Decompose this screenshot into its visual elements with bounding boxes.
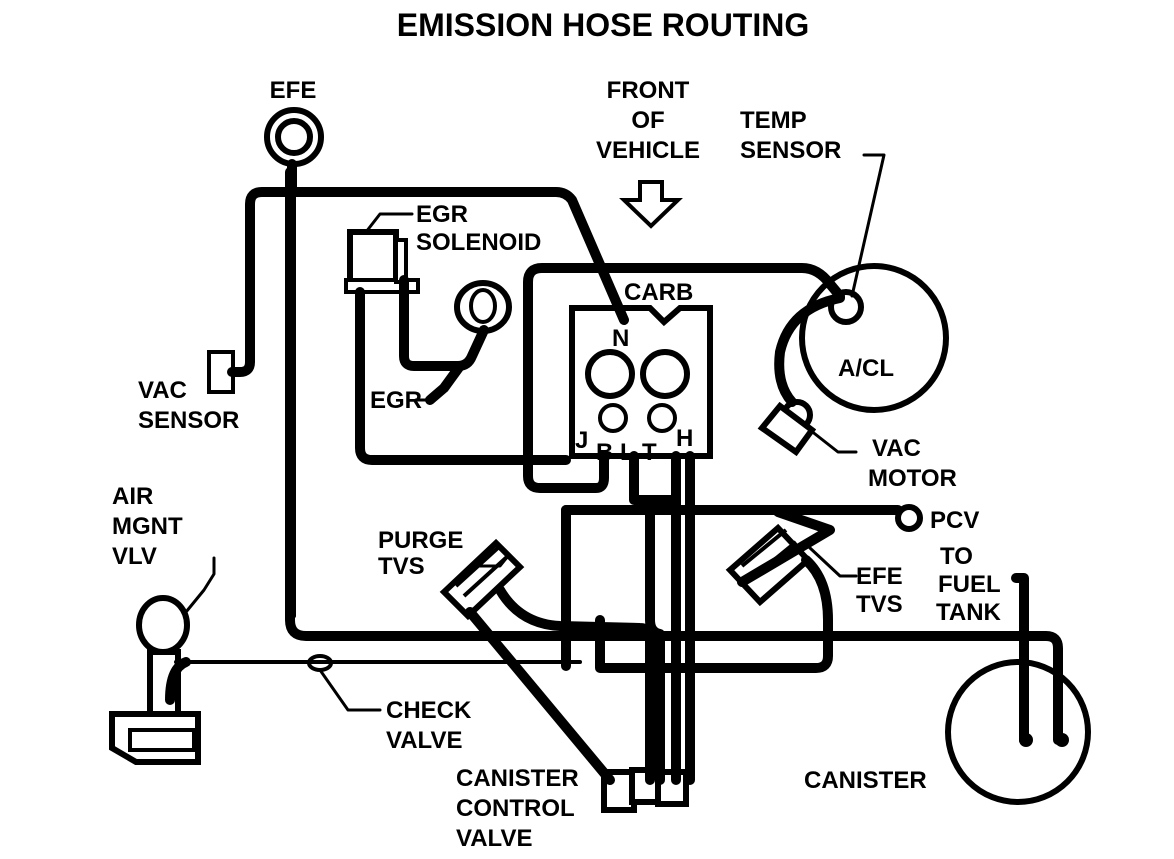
label-vac-sensor-2: SENSOR (138, 407, 239, 434)
label-port-h: H (676, 425, 693, 452)
label-front-2: OF (631, 107, 664, 134)
label-purge-1: PURGE (378, 527, 463, 554)
label-fuel-2: FUEL (938, 571, 1001, 598)
label-efe-tvs-2: TVS (856, 591, 903, 618)
label-air-3: VLV (112, 543, 157, 570)
label-port-b: B (596, 439, 613, 466)
label-vac-motor-1: VAC (872, 435, 921, 462)
label-purge-2: TVS (378, 553, 425, 580)
purge-tvs (439, 538, 525, 621)
label-front-3: VEHICLE (596, 137, 700, 164)
label-temp-1: TEMP (740, 107, 807, 134)
label-acl: A/CL (838, 355, 894, 382)
label-fuel-1: TO (940, 543, 973, 570)
label-port-n: N (612, 325, 629, 352)
efe-valve (264, 107, 324, 167)
label-air-1: AIR (112, 483, 153, 510)
canister (945, 659, 1091, 805)
label-check-2: VALVE (386, 727, 462, 754)
label-vac-motor-2: MOTOR (868, 465, 957, 492)
label-egr-solenoid-2: SOLENOID (416, 229, 541, 256)
egr-solenoid (344, 229, 420, 294)
pcv-valve (895, 504, 923, 532)
label-vac-sensor-1: VAC (138, 377, 187, 404)
hoses (165, 159, 1063, 785)
label-port-j: J (575, 427, 588, 454)
label-ccv-3: VALVE (456, 825, 532, 852)
leader-lines (184, 153, 886, 712)
diagram-title: EMISSION HOSE ROUTING (397, 7, 809, 43)
label-carb: CARB (624, 279, 693, 306)
label-egr-solenoid-1: EGR (416, 201, 468, 228)
label-front-1: FRONT (607, 77, 690, 104)
label-port-l: L (620, 439, 635, 466)
label-ccv-2: CONTROL (456, 795, 575, 822)
label-check-1: CHECK (386, 697, 472, 724)
label-canister: CANISTER (804, 767, 927, 794)
label-port-t: T (642, 439, 657, 466)
carburetor (569, 305, 713, 459)
egr-valve (454, 280, 512, 334)
label-temp-2: SENSOR (740, 137, 841, 164)
label-ccv-1: CANISTER (456, 765, 579, 792)
air-management-valve (109, 595, 201, 765)
label-efe: EFE (270, 77, 317, 104)
label-pcv: PCV (930, 507, 979, 534)
label-fuel-3: TANK (936, 599, 1002, 626)
front-arrow-icon (619, 180, 683, 229)
label-air-2: MGNT (112, 513, 183, 540)
label-efe-tvs-1: EFE (856, 563, 903, 590)
label-egr: EGR (370, 387, 422, 414)
